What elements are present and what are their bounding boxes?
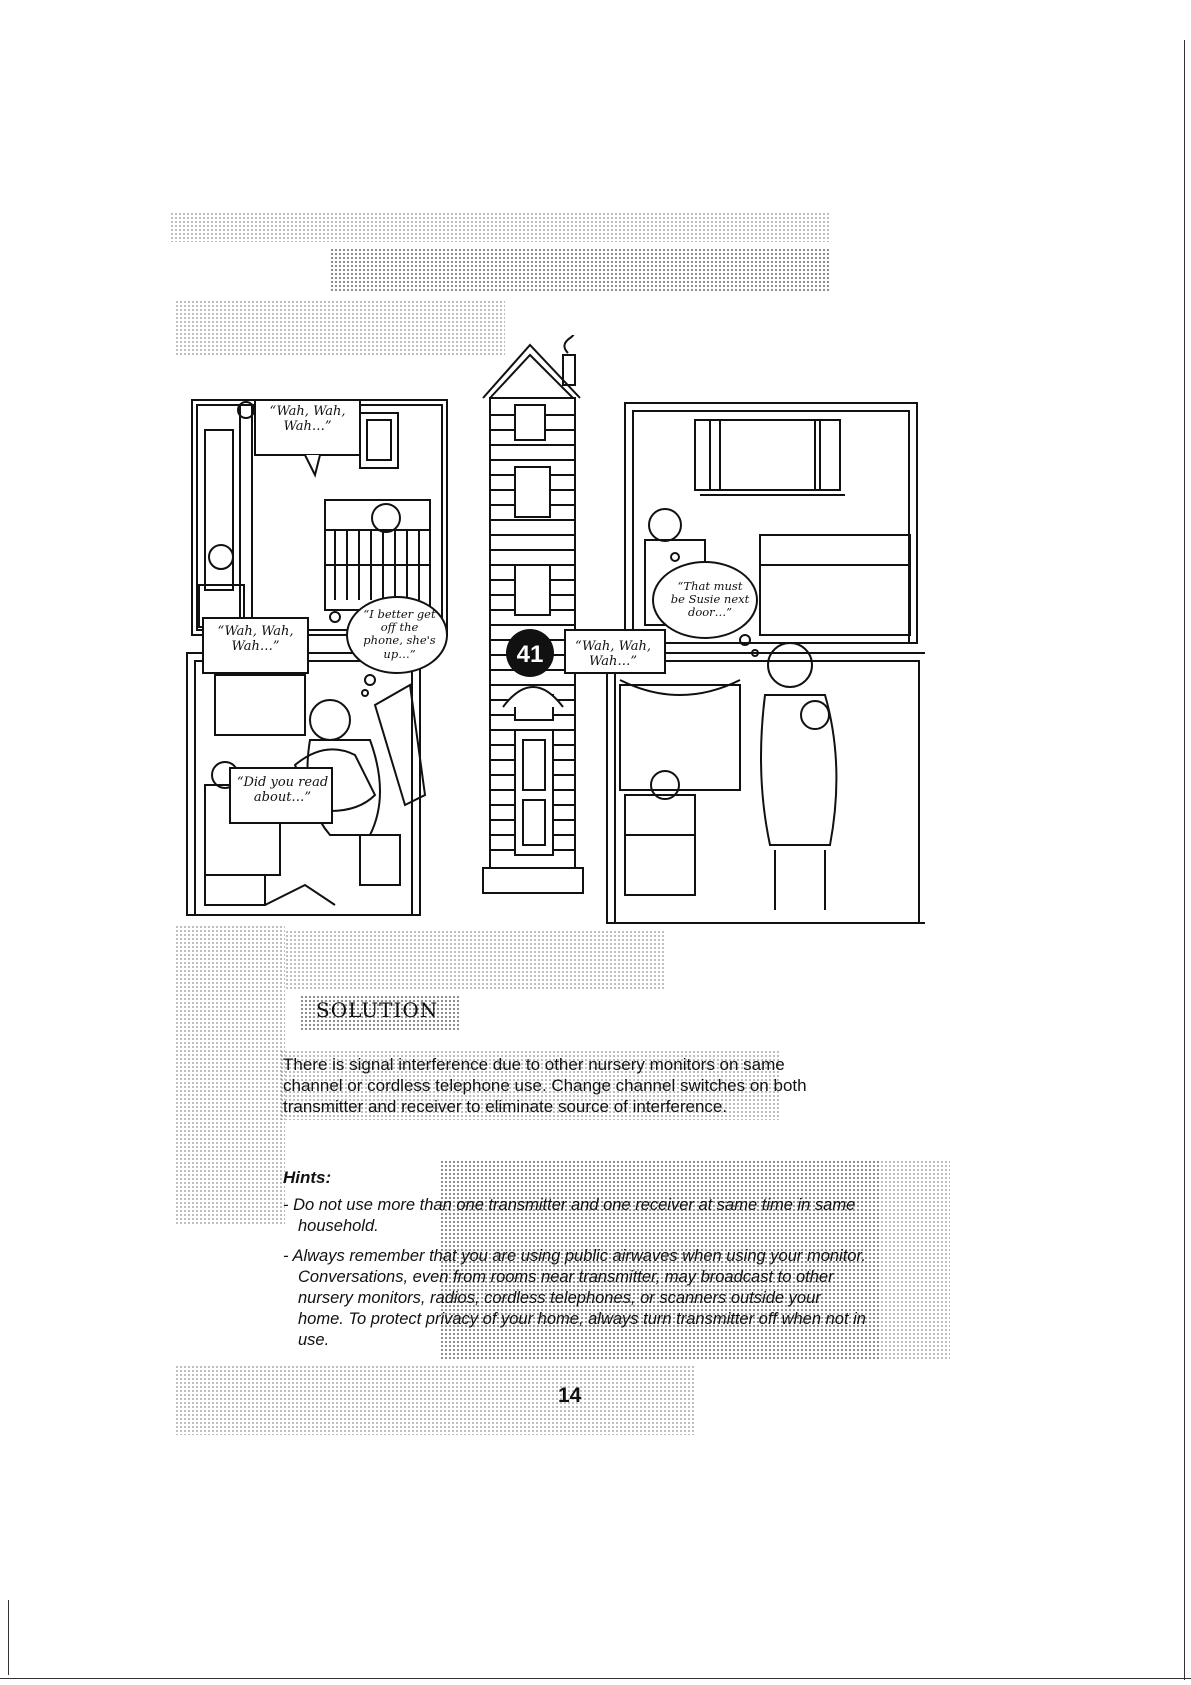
bubble-dad-monitor: “Wah, Wah, Wah…” <box>217 624 294 654</box>
bubble-shape-caller <box>229 767 333 824</box>
living-room-right <box>606 642 925 924</box>
bubble-shape-dad-phone <box>346 596 448 674</box>
solution-text: There is signal interference due to othe… <box>283 1055 807 1116</box>
solution-title: SOLUTION <box>316 998 439 1022</box>
house-number: 41 <box>517 641 544 668</box>
house-number-badge <box>506 629 554 677</box>
page-number: 14 <box>558 1384 582 1407</box>
hint-item: - Do not use more than one transmitter a… <box>283 1196 856 1235</box>
scan-artifact-text-band <box>280 1050 780 1120</box>
bubble-mom-thought: “That must be Susie next door…” <box>670 579 750 620</box>
bubble-house-monitor: “Wah, Wah, Wah…” <box>574 639 652 669</box>
hints-title: Hints: <box>283 1168 332 1187</box>
scan-artifact-hints-band <box>440 1160 880 1360</box>
scan-artifact-mid-left <box>175 925 285 1225</box>
scan-artifact-top-band <box>330 248 830 293</box>
bubble-shape-house-monitor <box>564 629 666 674</box>
scan-artifact-mid <box>285 930 665 990</box>
nursery-room-right <box>624 402 918 644</box>
scan-artifact-solution-band <box>300 995 460 1030</box>
scan-artifact-right <box>880 1160 950 1360</box>
illustration: 41 <box>186 335 925 924</box>
hint-item: - Always remember that you are using pub… <box>283 1247 866 1349</box>
scan-artifact-bottom <box>175 1365 695 1435</box>
bubble-baby-room: “Wah, Wah, Wah…” <box>269 404 346 434</box>
bubble-caller: “Did you read about…” <box>236 775 329 805</box>
house <box>482 335 584 894</box>
scan-edge-bottom <box>0 1678 1191 1679</box>
scan-artifact-top <box>170 212 830 242</box>
scan-edge-right <box>1184 40 1185 1680</box>
scan-edge-left-mark <box>8 1600 9 1675</box>
bubble-shape-mom-thought <box>652 561 758 639</box>
bubble-dad-phone: “I better get off the phone, she's up…” <box>363 607 436 661</box>
scan-artifact-top-left <box>175 300 505 355</box>
bubble-shape-dad-monitor <box>202 617 309 674</box>
